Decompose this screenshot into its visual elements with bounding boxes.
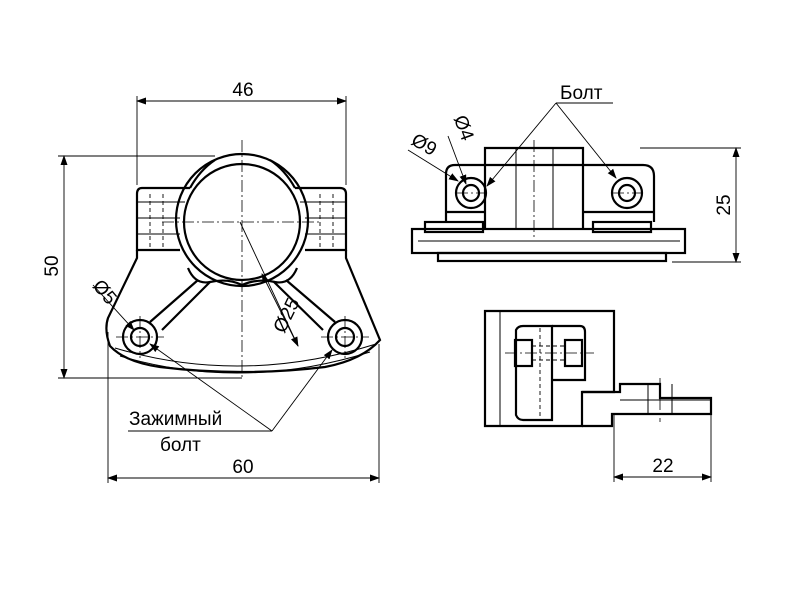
dim-bore-diameter: Ø25 <box>270 295 305 336</box>
dim-outer-diameter: Ø9 <box>408 130 440 161</box>
top-view: Ø9 Ø4 Болт 25 <box>408 83 741 263</box>
label-clamping-bolt-line2: болт <box>160 435 201 456</box>
clamp-left-ear <box>135 186 190 252</box>
side-view: 22 <box>483 309 713 482</box>
dim-width-top: 46 <box>232 80 253 101</box>
dim-inner-diameter: Ø4 <box>449 113 478 144</box>
label-bolt: Болт <box>560 83 603 104</box>
front-view: 46 50 Ø5 Ø25 Зажимный болт 60 <box>42 80 382 483</box>
side-flange <box>582 382 713 428</box>
dim-flange-width: 22 <box>652 456 673 477</box>
dim-width-bottom: 60 <box>232 457 253 478</box>
side-housing <box>483 309 616 428</box>
label-clamping-bolt-line1: Зажимный <box>129 409 222 430</box>
dim-height-top: 25 <box>714 194 735 215</box>
clamp-right-ear <box>295 186 348 252</box>
dim-height-front: 50 <box>42 255 63 276</box>
